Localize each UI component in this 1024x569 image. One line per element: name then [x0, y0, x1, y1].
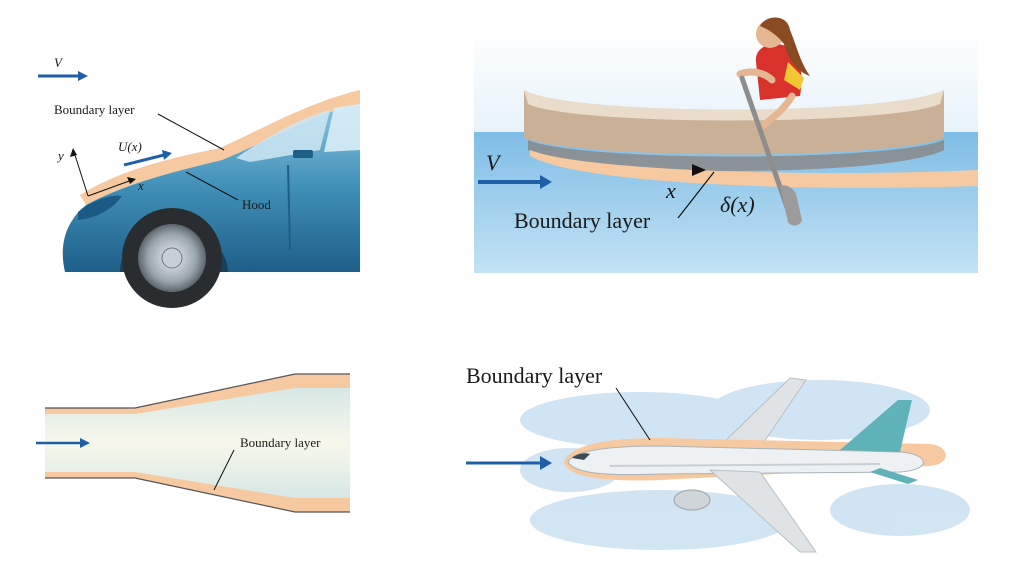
car-u-arrow — [123, 153, 165, 167]
canoe-x-label: x — [666, 178, 676, 203]
car-windshield — [236, 110, 330, 162]
car-panel: V Boundary layer U(x) y x Hood — [0, 0, 380, 320]
clouds — [520, 380, 970, 550]
canoe-delta-label: δ(x) — [720, 192, 755, 217]
canoe-x-arrow — [692, 164, 706, 176]
car-y-label: y — [58, 148, 64, 163]
canoe-boundary-layer — [530, 150, 978, 188]
car-boundary-layer — [80, 90, 360, 205]
plane-lower-wing — [708, 469, 817, 553]
duct-illustration — [36, 373, 350, 513]
canoe-velocity-label: V — [486, 150, 500, 175]
car-velocity-label: V — [54, 55, 62, 70]
plane-illustration — [466, 377, 970, 553]
canoe-illustration — [474, 17, 978, 273]
car-u-label: U(x) — [118, 139, 142, 154]
canoe-hull — [524, 90, 944, 155]
paddle — [739, 75, 791, 213]
plane-boundary-label: Boundary layer — [466, 363, 603, 388]
car-boundary-label: Boundary layer — [54, 102, 135, 117]
duct-panel: Boundary layer — [0, 360, 380, 530]
canoe-panel: V x δ(x) Boundary layer — [470, 0, 980, 280]
plane-engine — [673, 489, 711, 511]
duct-core-flow — [45, 388, 350, 498]
car-x-label: x — [138, 178, 144, 193]
canoe-boundary-label: Boundary layer — [514, 208, 651, 233]
duct-boundary-label: Boundary layer — [240, 435, 321, 450]
plane-tail — [840, 400, 912, 452]
car-illustration — [38, 71, 361, 308]
car-headlight — [78, 195, 122, 220]
plane-fuselage — [567, 445, 924, 476]
car-hood-label: Hood — [242, 197, 271, 212]
plane-panel: Boundary layer — [460, 360, 980, 565]
